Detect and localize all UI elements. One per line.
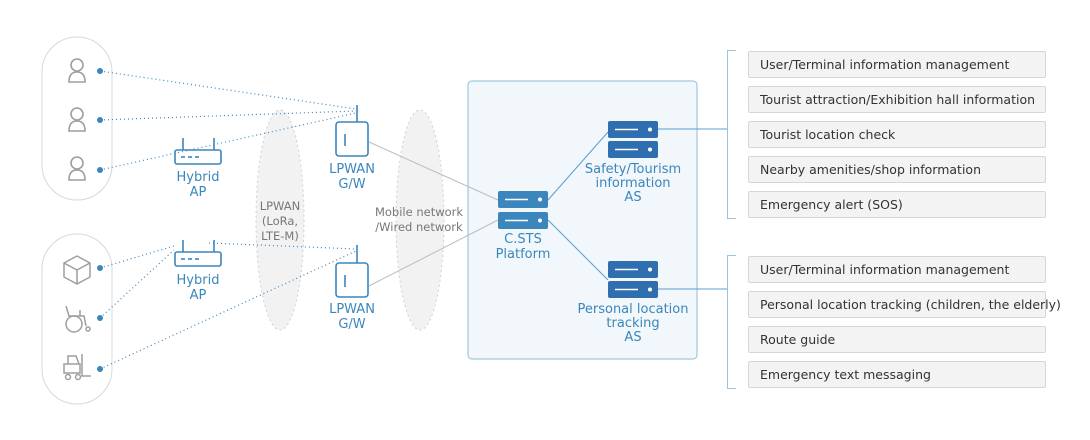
lpwan-zone-label: LPWAN(LoRa,LTE-M) <box>259 199 301 243</box>
person-icon <box>68 156 86 181</box>
backhaul-links <box>368 141 499 287</box>
gateway-icon <box>335 245 369 298</box>
things-group <box>41 233 113 405</box>
as-links <box>547 128 727 290</box>
service-bracket-top <box>727 50 736 219</box>
package-icon <box>63 255 91 285</box>
service-item: Emergency alert (SOS) <box>748 191 1046 218</box>
person-icon <box>68 58 86 83</box>
device-links <box>99 70 357 370</box>
people-group <box>41 36 113 201</box>
lpwan-zone-ellipse <box>255 109 305 331</box>
service-item: Tourist attraction/Exhibition hall infor… <box>748 86 1046 113</box>
as-server-icon <box>608 261 658 298</box>
mobile-zone-ellipse <box>395 109 445 331</box>
platform-server-icon <box>498 191 548 229</box>
service-bracket-bottom <box>727 255 736 389</box>
service-item: Nearby amenities/shop information <box>748 156 1046 183</box>
forklift-icon <box>63 354 91 381</box>
service-item: User/Terminal information management <box>748 51 1046 78</box>
router-icon <box>174 240 222 267</box>
router-icon <box>174 138 222 165</box>
device-link-dots <box>97 68 103 372</box>
wheelchair-icon <box>65 305 91 333</box>
gateway-icon <box>335 105 369 157</box>
person-icon <box>68 107 86 132</box>
as-server-icon <box>608 121 658 158</box>
service-item: Tourist location check <box>748 121 1046 148</box>
service-item: Personal location tracking (children, th… <box>748 291 1061 318</box>
service-item: Route guide <box>748 326 1046 353</box>
mobile-zone-label: Mobile network/Wired network <box>374 205 464 234</box>
service-item: User/Terminal information management <box>748 256 1046 283</box>
service-item: Emergency text messaging <box>748 361 1046 388</box>
